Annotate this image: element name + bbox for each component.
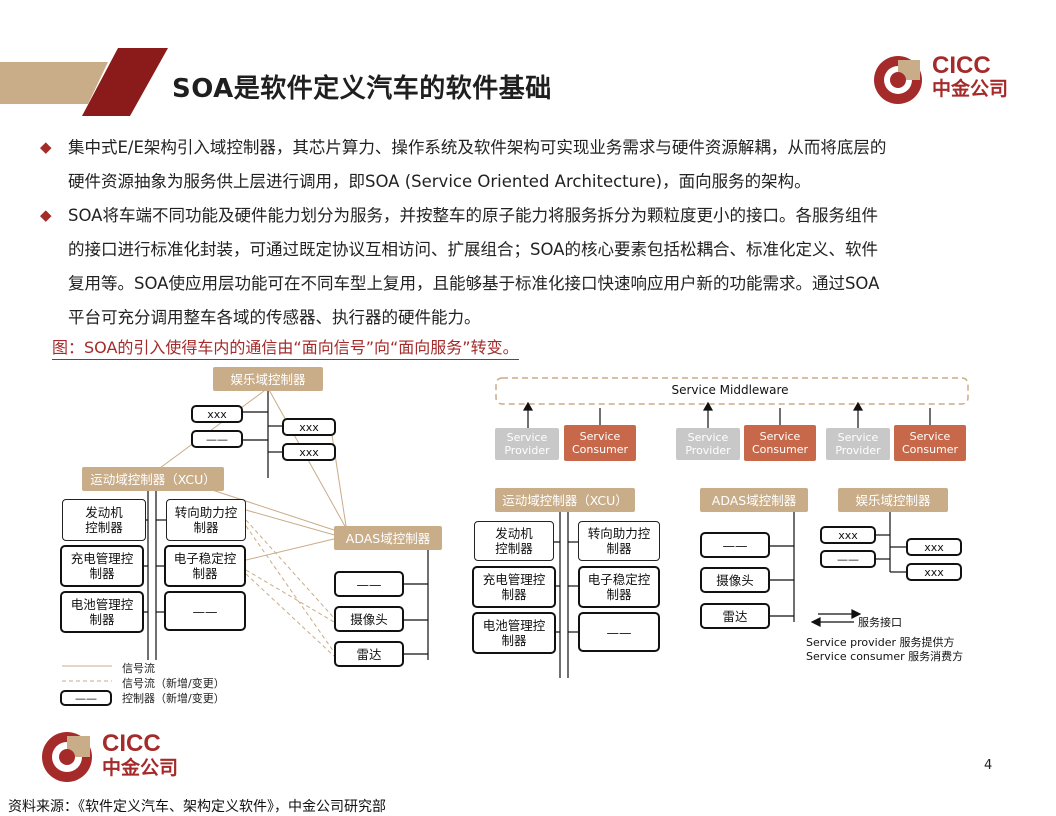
cicc-emblem-icon bbox=[874, 56, 922, 104]
cicc-emblem-icon bbox=[42, 732, 92, 782]
xxx-box: xxx bbox=[906, 563, 962, 581]
radar-box: 雷达 bbox=[700, 603, 770, 629]
steering-controller: 转向助力控制器 bbox=[166, 499, 246, 541]
blank-controller-box: —— bbox=[334, 571, 404, 597]
provider-note: Service provider 服务提供方 bbox=[806, 636, 955, 649]
header-band-decoration bbox=[0, 48, 168, 116]
bullet-item: ◆ 集中式E/E架构引入域控制器，其芯片算力、操作系统及软件架构可实现业务需求与… bbox=[40, 131, 1020, 199]
xxx-box: xxx bbox=[906, 538, 962, 556]
logo-en-text: CICC bbox=[102, 730, 161, 757]
legend-signal-flow-new: 信号流（新增/变更） bbox=[122, 677, 225, 690]
steering-controller: 转向助力控制器 bbox=[578, 521, 660, 561]
charging-controller: 充电管理控制器 bbox=[472, 566, 556, 608]
xxx-box: xxx bbox=[191, 405, 243, 423]
charging-controller: 充电管理控制器 bbox=[60, 545, 144, 587]
camera-box: 摄像头 bbox=[334, 606, 404, 632]
adas-domain-controller: ADAS域控制器 bbox=[334, 526, 442, 550]
motion-domain-controller: 运动域控制器（XCU） bbox=[82, 467, 224, 491]
bullet-line: 平台可充分调用整车各域的传感器、执行器的硬件能力。 bbox=[68, 308, 481, 327]
logo-en-text: CICC bbox=[932, 52, 991, 79]
consumer-note: Service consumer 服务消费方 bbox=[806, 650, 964, 663]
motion-domain-controller: 运动域控制器（XCU） bbox=[495, 488, 635, 512]
blank-controller-box: —— bbox=[191, 430, 243, 448]
xxx-box: xxx bbox=[282, 418, 336, 436]
bullet-line: 的接口进行标准化封装，可通过既定协议互相访问、扩展组合；SOA的核心要素包括松耦… bbox=[68, 240, 878, 259]
logo-cn-text: 中金公司 bbox=[102, 758, 179, 779]
esc-controller: 电子稳定控制器 bbox=[164, 545, 246, 587]
bullet-line: 复用等。SOA使应用层功能可在不同车型上复用，且能够基于标准化接口快速响应用户新… bbox=[68, 274, 880, 293]
figure-caption: 图：SOA的引入使得车内的通信由“面向信号”向“面向服务”转变。 bbox=[52, 334, 519, 360]
blank-controller-box: —— bbox=[164, 591, 246, 631]
adas-domain-controller: ADAS域控制器 bbox=[700, 488, 808, 512]
source-note: 资料来源：《软件定义汽车、架构定义软件》，中金公司研究部 bbox=[8, 799, 386, 815]
bullet-line: SOA将车端不同功能及硬件能力划分为服务，并按整车的原子能力将服务拆分为颗粒度更… bbox=[68, 206, 878, 225]
legend-controller-new: 控制器（新增/变更） bbox=[122, 692, 225, 705]
entertainment-domain-controller: 娱乐域控制器 bbox=[213, 367, 323, 391]
logo-cn-text: 中金公司 bbox=[932, 79, 1009, 100]
blank-controller-box: —— bbox=[700, 532, 770, 558]
bullet-line: 硬件资源抽象为服务供上层进行调用，即SOA (Service Oriented … bbox=[68, 172, 811, 191]
radar-box: 雷达 bbox=[334, 641, 404, 667]
blank-controller-box: —— bbox=[820, 550, 876, 568]
service-middleware-label: Service Middleware bbox=[671, 382, 789, 397]
diamond-bullet-icon: ◆ bbox=[40, 206, 52, 224]
cicc-logo-header: CICC 中金公司 bbox=[872, 54, 1022, 104]
bullet-item: ◆ SOA将车端不同功能及硬件能力划分为服务，并按整车的原子能力将服务拆分为颗粒… bbox=[40, 199, 1020, 335]
blank-controller-box: —— bbox=[578, 612, 660, 652]
bullet-list: ◆ 集中式E/E架构引入域控制器，其芯片算力、操作系统及软件架构可实现业务需求与… bbox=[40, 131, 1020, 335]
diamond-bullet-icon: ◆ bbox=[40, 138, 52, 156]
page-title: SOA是软件定义汽车的软件基础 bbox=[172, 74, 552, 104]
legend-controller-swatch: —— bbox=[60, 690, 112, 706]
battery-controller: 电池管理控制器 bbox=[472, 612, 556, 654]
battery-controller: 电池管理控制器 bbox=[60, 591, 144, 633]
esc-controller: 电子稳定控制器 bbox=[578, 566, 660, 608]
camera-box: 摄像头 bbox=[700, 567, 770, 593]
service-interface-legend: 服务接口 bbox=[858, 616, 902, 629]
engine-controller: 发动机控制器 bbox=[62, 499, 146, 541]
engine-controller: 发动机控制器 bbox=[474, 521, 554, 561]
xxx-box: xxx bbox=[820, 526, 876, 544]
xxx-box: xxx bbox=[282, 443, 336, 461]
page-number: 4 bbox=[984, 758, 993, 773]
entertainment-domain-controller: 娱乐域控制器 bbox=[838, 488, 948, 512]
cicc-logo-footer: CICC 中金公司 bbox=[40, 730, 200, 784]
bullet-line: 集中式E/E架构引入域控制器，其芯片算力、操作系统及软件架构可实现业务需求与硬件… bbox=[68, 138, 887, 157]
legend-signal-flow: 信号流 bbox=[122, 662, 155, 675]
